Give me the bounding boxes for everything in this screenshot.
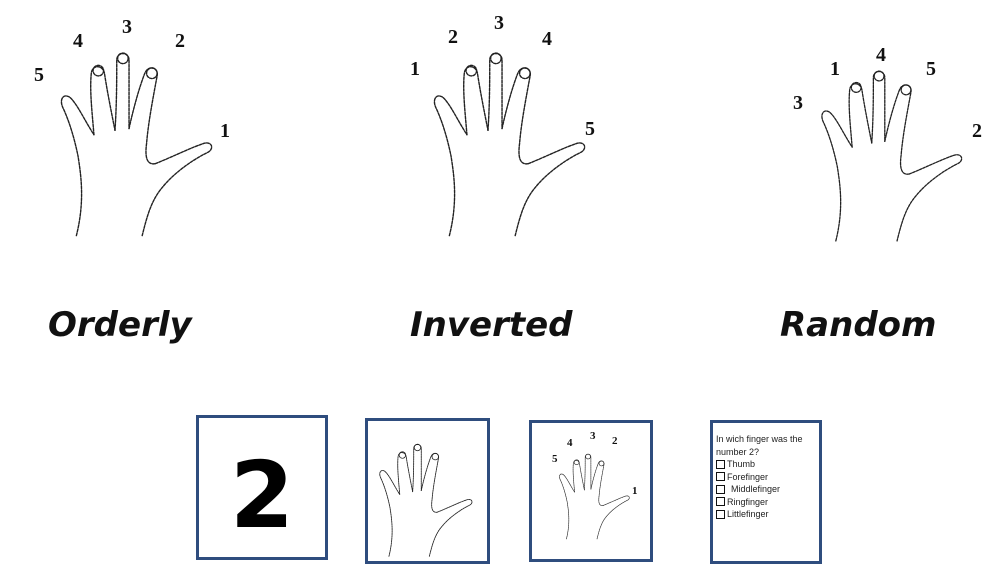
finger-number-ring: 4 [73, 30, 83, 52]
numbered-hand-frame: 5 4 3 2 1 [529, 420, 653, 562]
finger-number-thumb: 5 [585, 118, 595, 140]
blank-hand-frame [365, 418, 490, 564]
finger-number-middle: 3 [494, 12, 504, 34]
condition-label-random: Random [780, 305, 937, 345]
question-block: In wich finger was the number 2? Thumb F… [716, 433, 819, 521]
finger-number-little: 3 [793, 92, 803, 114]
finger-number-middle: 4 [876, 44, 886, 66]
option-thumb[interactable]: Thumb [716, 458, 819, 471]
question-frame: In wich finger was the number 2? Thumb F… [710, 420, 822, 564]
hand-orderly [35, 25, 245, 240]
hand-numbered-small [552, 441, 640, 541]
checkbox[interactable] [716, 459, 725, 469]
condition-label-inverted: Inverted [410, 305, 573, 345]
option-littlefinger[interactable]: Littlefinger [716, 508, 819, 521]
finger-number-little: 5 [552, 453, 558, 465]
finger-number-index: 2 [612, 435, 618, 447]
condition-label-orderly: Orderly [48, 305, 192, 345]
finger-number-middle: 3 [590, 430, 596, 442]
option-forefinger[interactable]: Forefinger [716, 471, 819, 484]
checkbox[interactable] [716, 472, 725, 482]
finger-number-thumb: 1 [632, 485, 638, 497]
finger-number-thumb: 2 [972, 120, 982, 142]
checkbox[interactable] [716, 484, 725, 494]
hand-random [795, 45, 995, 245]
checkbox[interactable] [716, 509, 725, 519]
finger-number-index: 4 [542, 28, 552, 50]
finger-number-index: 5 [926, 58, 936, 80]
finger-number-little: 1 [410, 58, 420, 80]
finger-number-ring: 1 [830, 58, 840, 80]
finger-number-middle: 3 [122, 16, 132, 38]
stimulus-number: 2 [229, 442, 294, 549]
hand-blank [372, 427, 484, 559]
checkbox[interactable] [716, 497, 725, 507]
finger-number-ring: 2 [448, 26, 458, 48]
option-middlefinger[interactable]: Middlefinger [716, 483, 819, 496]
finger-number-ring: 4 [567, 437, 573, 449]
question-text: In wich finger was the number 2? [716, 434, 803, 457]
finger-number-thumb: 1 [220, 120, 230, 142]
finger-number-little: 5 [34, 64, 44, 86]
stimulus-number-frame: 2 [196, 415, 328, 560]
finger-number-index: 2 [175, 30, 185, 52]
option-ringfinger[interactable]: Ringfinger [716, 496, 819, 509]
